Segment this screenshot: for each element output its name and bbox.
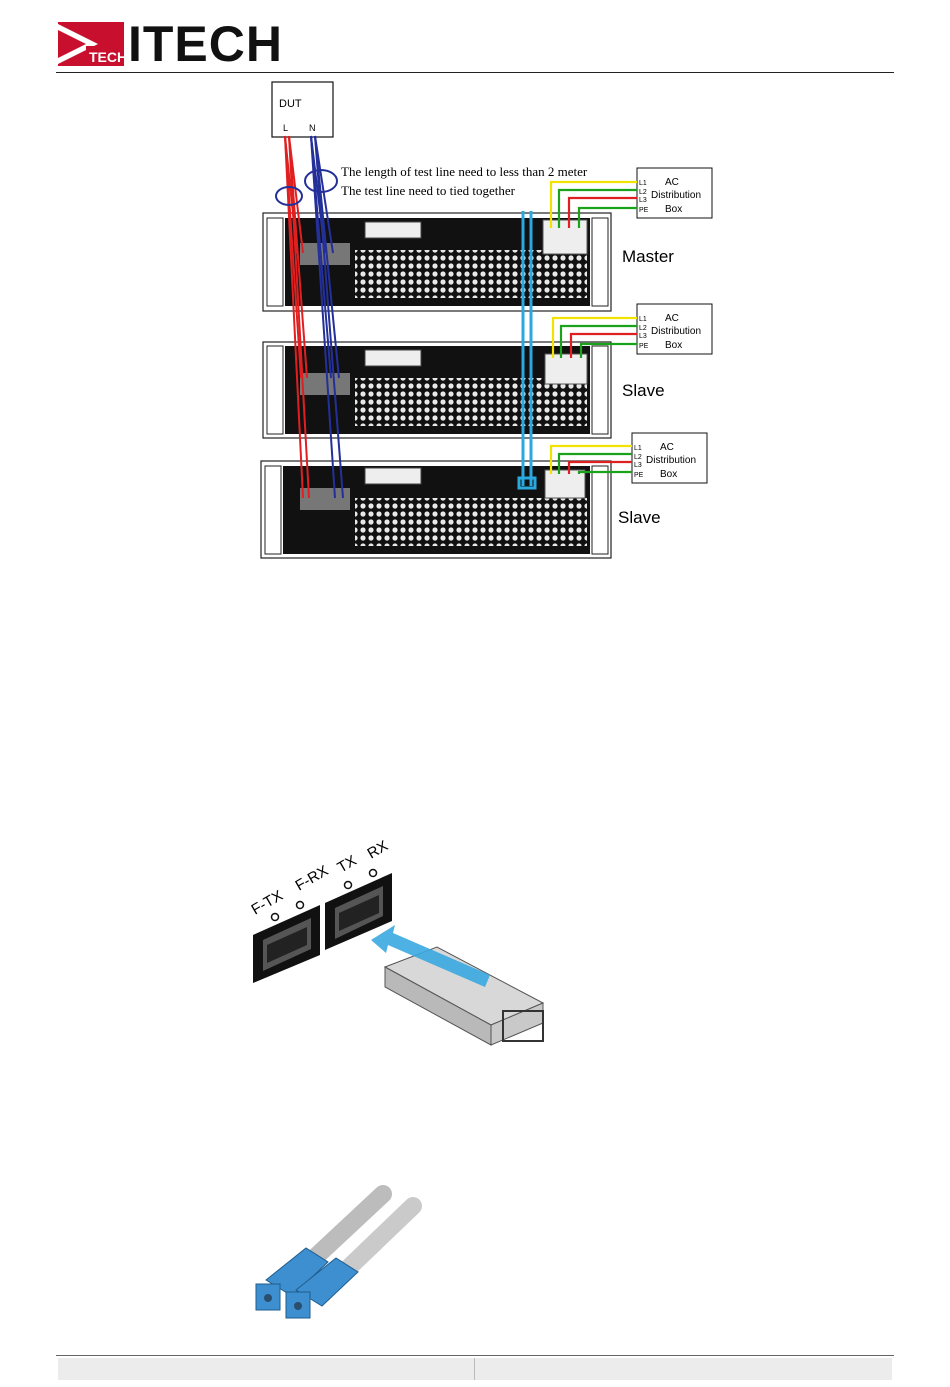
- ac-box-slave-1: L1 L2 L3 PE AC Distribution Box: [637, 304, 712, 354]
- page-header: TECH ITECH: [56, 18, 894, 73]
- footer-divider: [474, 1358, 475, 1380]
- pin-label: L2: [639, 325, 647, 332]
- box-sub: Distribution: [651, 326, 701, 337]
- pin-label: L2: [639, 189, 647, 196]
- box-title: AC: [665, 177, 679, 188]
- port-label-f-rx: F-RX: [293, 862, 332, 894]
- pin-label: L3: [639, 333, 647, 340]
- unit-role-master: Master: [622, 247, 674, 266]
- pin-label: L1: [639, 180, 647, 187]
- port-label-tx: TX: [335, 852, 360, 876]
- box-end: Box: [665, 204, 682, 215]
- slave-chassis-1: [263, 342, 611, 438]
- slave-chassis-2: [261, 461, 611, 558]
- ac-box-slave-2: L1 L2 L3 PE AC Distribution Box: [632, 433, 707, 483]
- box-sub: Distribution: [651, 190, 701, 201]
- itech-logo-icon: TECH: [58, 22, 124, 66]
- fiber-port-left: [253, 905, 320, 983]
- dut-pin-l: L: [283, 123, 288, 133]
- port-label-rx: RX: [365, 837, 392, 862]
- box-end: Box: [665, 340, 682, 351]
- port-label-f-tx: F-TX: [249, 887, 286, 918]
- unit-role-slave-1: Slave: [622, 381, 665, 400]
- pin-label: L1: [639, 316, 647, 323]
- logo-small-text: TECH: [89, 49, 124, 65]
- pin-label: L1: [634, 445, 642, 452]
- l-wires: [285, 136, 309, 498]
- dut-box: DUT L N: [272, 82, 333, 137]
- sfp-module: [385, 947, 543, 1045]
- sfp-insertion-figure: F-TX F-RX TX RX: [245, 835, 565, 1060]
- lc-connector-figure: [248, 1180, 438, 1320]
- note-line-1: The length of test line need to less tha…: [341, 164, 588, 179]
- ac-box-master: L1 L2 L3 PE AC Distribution Box: [637, 168, 712, 218]
- header-rule: [56, 72, 894, 73]
- pin-label: PE: [634, 472, 644, 479]
- logo-wordmark: ITECH: [128, 16, 283, 72]
- dut-pin-n: N: [309, 123, 316, 133]
- pin-label: L2: [634, 454, 642, 461]
- box-title: AC: [660, 442, 674, 453]
- box-sub: Distribution: [646, 455, 696, 466]
- lc-connector-icon: [256, 1248, 358, 1318]
- pin-label: L3: [634, 462, 642, 469]
- pin-label: PE: [639, 207, 649, 214]
- dut-label: DUT: [279, 98, 302, 110]
- pin-label: L3: [639, 197, 647, 204]
- parallel-wiring-figure: DUT L N The length of test line need to …: [255, 78, 725, 563]
- note-line-2: The test line need to tied together: [341, 183, 516, 198]
- pin-label: PE: [639, 343, 649, 350]
- footer-rule: [56, 1355, 894, 1356]
- box-title: AC: [665, 313, 679, 324]
- box-end: Box: [660, 469, 677, 480]
- footer-bar: [58, 1358, 892, 1380]
- unit-role-slave-2: Slave: [618, 508, 661, 527]
